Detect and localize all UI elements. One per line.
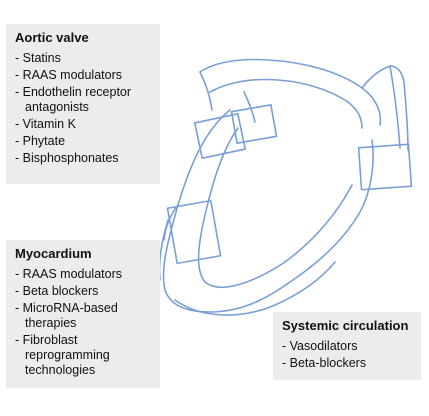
list-item: Beta blockers [15,284,152,299]
list-item: Vasodilators [282,339,413,354]
systemic-circulation-title: Systemic circulation [282,318,409,333]
aortic-arch-inner [209,78,363,129]
list-item: RAAS modulators [15,267,152,282]
systemic-circulation-panel: Systemic circulation Vasodilators Beta-b… [273,312,421,380]
list-item: Bisphosphonates [15,151,152,166]
aortic-valve-title: Aortic valve [15,30,89,45]
list-item: Phytate [15,134,152,149]
list-item: Vitamin K [15,117,152,132]
list-item: Statins [15,51,152,66]
list-item: Fibroblast reprogramming technologies [15,333,152,378]
aortic-valve-panel: Aortic valve Statins RAAS modulators End… [6,24,160,184]
heart-outline [162,109,374,313]
valve-box-a [193,113,247,159]
arch-strand-left [199,71,213,111]
myocardium-panel: Myocardium RAAS modulators Beta blockers… [6,240,160,388]
arch-descend-inner [389,65,401,149]
aortic-arch-outer [199,58,382,126]
list-item: RAAS modulators [15,68,152,83]
list-item: Endothelin receptor antagonists [15,85,152,115]
list-item: MicroRNA-based therapies [15,301,152,331]
arch-descend [361,65,409,151]
valve-box-b [230,103,278,145]
myocardium-list: RAAS modulators Beta blockers MicroRNA-b… [15,267,152,378]
heart-inner-line [197,127,353,288]
myocardium-title: Myocardium [15,246,92,261]
systemic-circulation-list: Vasodilators Beta-blockers [282,339,413,371]
aortic-valve-list: Statins RAAS modulators Endothelin recep… [15,51,152,166]
list-item: Beta-blockers [282,356,413,371]
arch-strand-right [243,91,256,123]
left-loop [163,204,179,241]
systemic-box [357,143,413,191]
myocardium-box [166,199,222,265]
ventricle-curve [174,261,336,316]
